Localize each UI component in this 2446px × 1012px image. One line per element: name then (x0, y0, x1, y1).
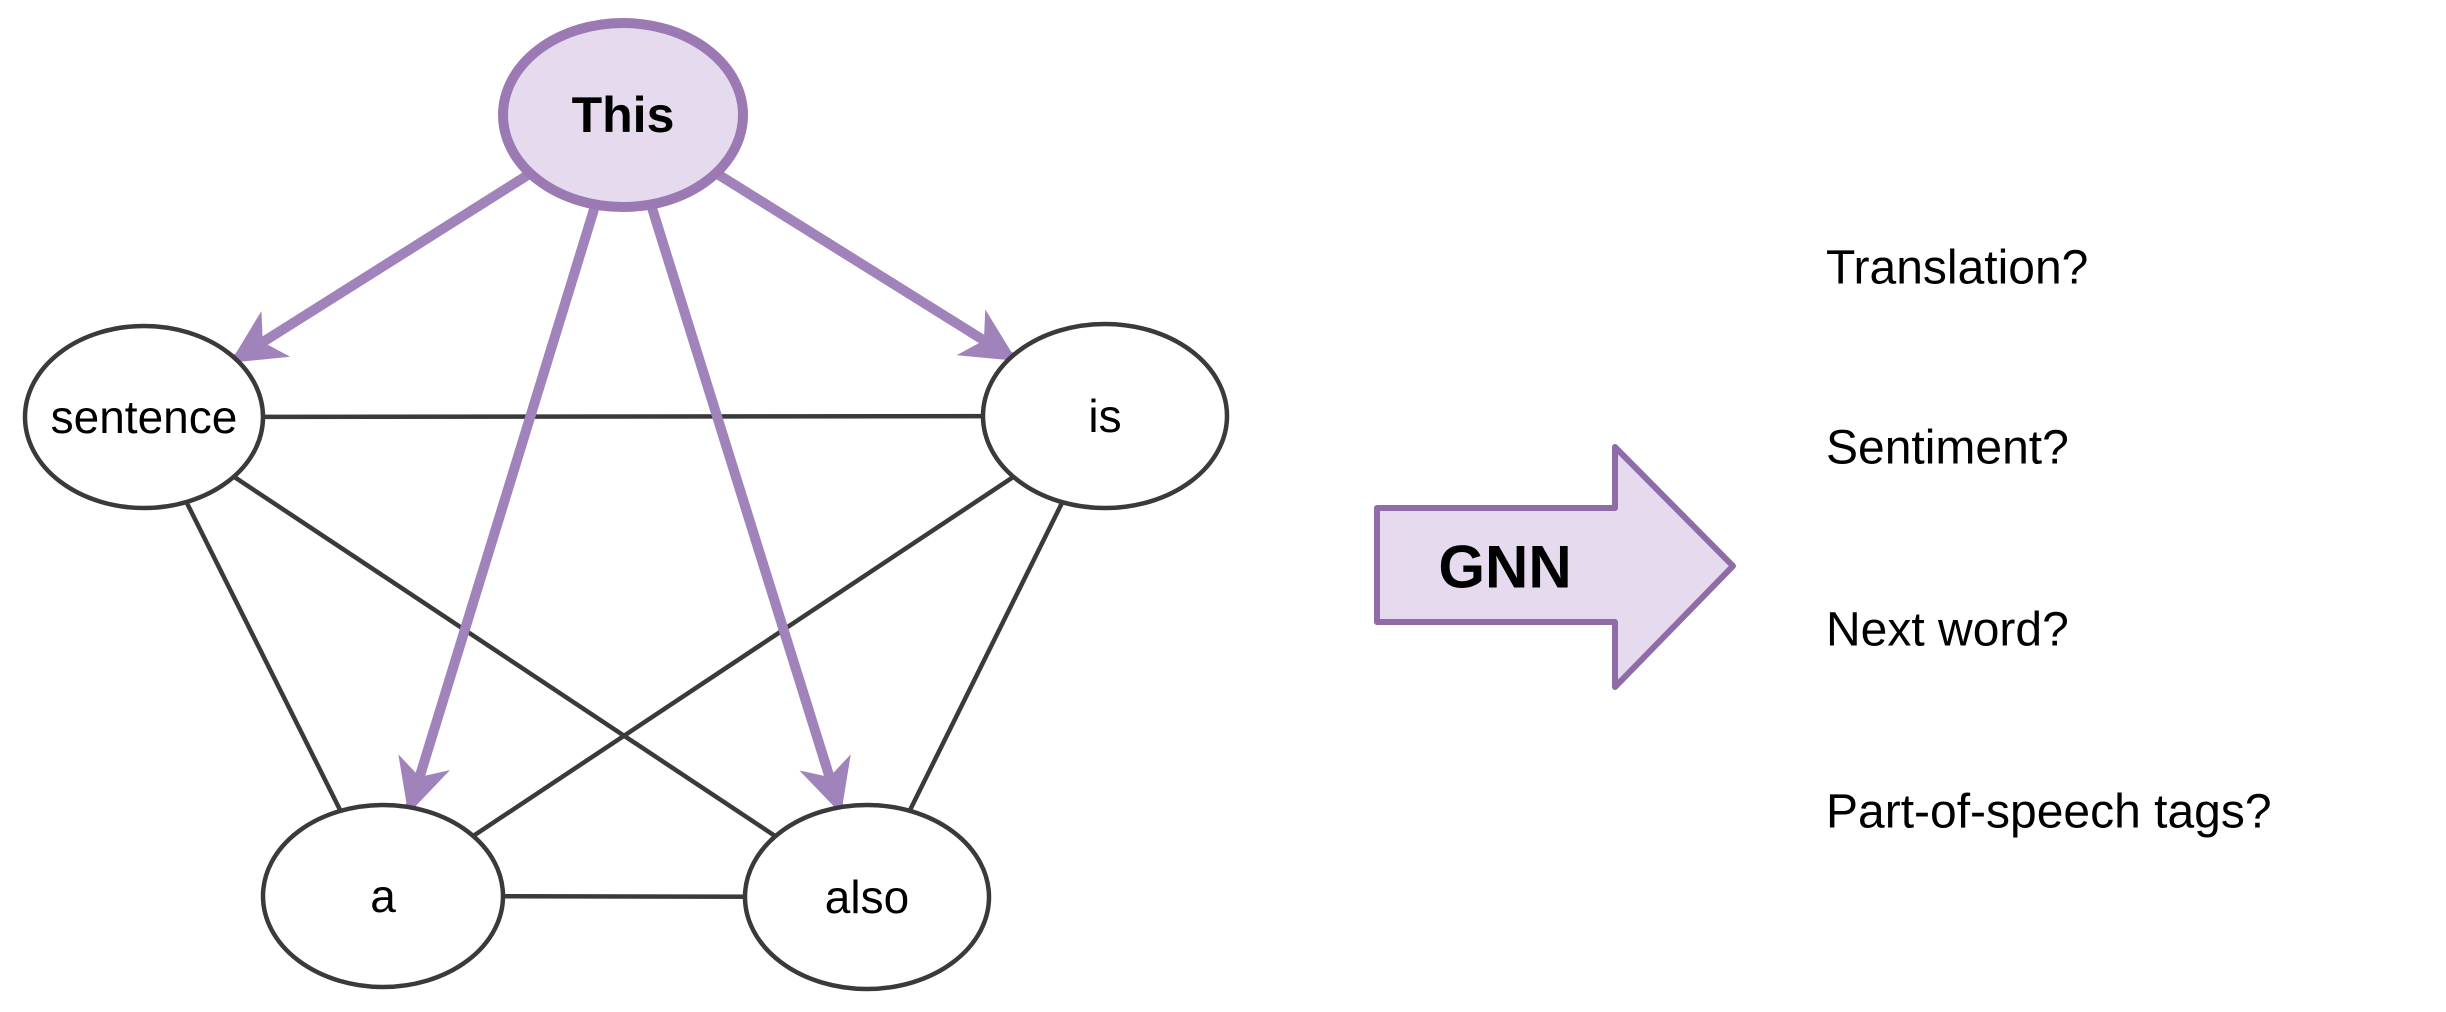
task-list: Translation? Sentiment? Next word? Part-… (1826, 242, 2272, 839)
arrow-this-is (713, 168, 1017, 362)
edge-sentence-is (143, 413, 1106, 420)
node-also-shape (742, 802, 992, 992)
task-translation: Translation? (1826, 242, 2088, 295)
node-also: also (742, 802, 992, 992)
node-this-shape (498, 18, 748, 212)
node-is-label: is (1088, 390, 1121, 442)
edge-sentence-also (142, 415, 869, 899)
node-sentence-shape (22, 323, 266, 511)
gnn-arrow-shape (1374, 444, 1736, 690)
node-this: This (498, 18, 748, 212)
node-sentence-label: sentence (51, 391, 238, 443)
task-sentiment: Sentiment? (1826, 422, 2069, 475)
graph-edges (141, 168, 1108, 900)
arrow-this-a (398, 203, 601, 814)
node-a: a (260, 802, 506, 990)
gnn-arrow-label: GNN (1438, 534, 1571, 601)
node-sentence: sentence (22, 323, 266, 511)
node-a-shape (260, 802, 506, 990)
edge-is-a (381, 414, 1107, 898)
arrow-this-sentence (230, 169, 533, 364)
gnn-arrow: GNN (1374, 444, 1736, 690)
node-also-label: also (825, 871, 909, 923)
graph-nodes: This sentence is a also (22, 18, 1230, 992)
arrow-this-also (646, 202, 851, 814)
node-this-label: This (572, 87, 675, 143)
task-pos-tags: Part-of-speech tags? (1826, 786, 2272, 839)
node-is-shape (980, 321, 1230, 511)
node-a-label: a (370, 870, 396, 922)
task-next-word: Next word? (1826, 604, 2069, 657)
node-is: is (980, 321, 1230, 511)
